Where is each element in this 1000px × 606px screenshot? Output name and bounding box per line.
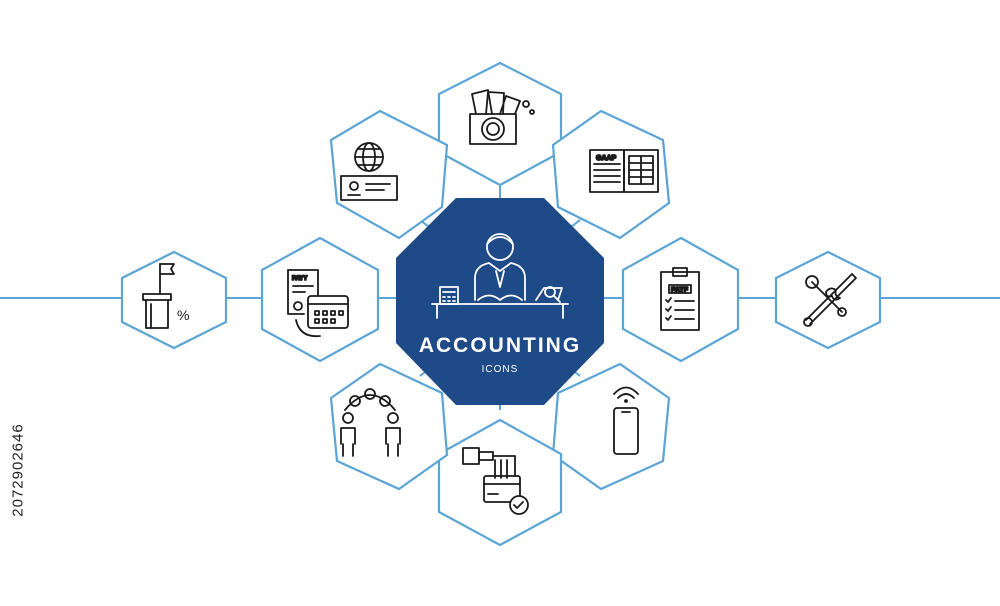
fatf-checklist-icon <box>660 267 700 331</box>
tools-wrench-icon <box>803 273 857 327</box>
hexagon-far-right <box>774 250 882 350</box>
center-subtitle: ICONS <box>482 364 519 375</box>
hexagon-top <box>437 61 563 187</box>
hexagon-lower-left <box>329 362 449 491</box>
svg-text:%: % <box>177 307 189 323</box>
gaap-book-icon <box>589 149 659 193</box>
stock-id-text: 2072902646 <box>9 423 27 517</box>
center-octagon <box>396 198 604 405</box>
hexagon-left <box>260 236 380 363</box>
hexagon-far-left <box>120 250 228 350</box>
hexagon-upper-left <box>329 109 449 240</box>
hexagon-bottom <box>437 418 563 547</box>
center-title: ACCOUNTING <box>419 334 581 357</box>
podium-percent-icon: % <box>142 263 189 329</box>
hexagon-lower-right <box>551 362 671 491</box>
money-laundering-icon <box>469 89 535 145</box>
fatf-label: FATF <box>671 287 689 294</box>
payroll-calendar-icon <box>287 269 349 338</box>
money-exchange-people-icon <box>340 388 401 457</box>
hexagon-upper-right <box>551 109 671 240</box>
smartphone-nfc-icon <box>613 386 639 455</box>
accountant-icon <box>431 233 569 319</box>
connector-lines <box>0 186 1000 410</box>
stock-id-vertical: 2072902646 <box>0 350 38 590</box>
global-cheque-icon <box>340 142 398 201</box>
gaap-label: GAAP <box>596 155 617 162</box>
payroll-label: PAYY <box>292 276 307 282</box>
hexagon-right <box>621 236 740 363</box>
card-payment-check-icon <box>462 447 529 515</box>
